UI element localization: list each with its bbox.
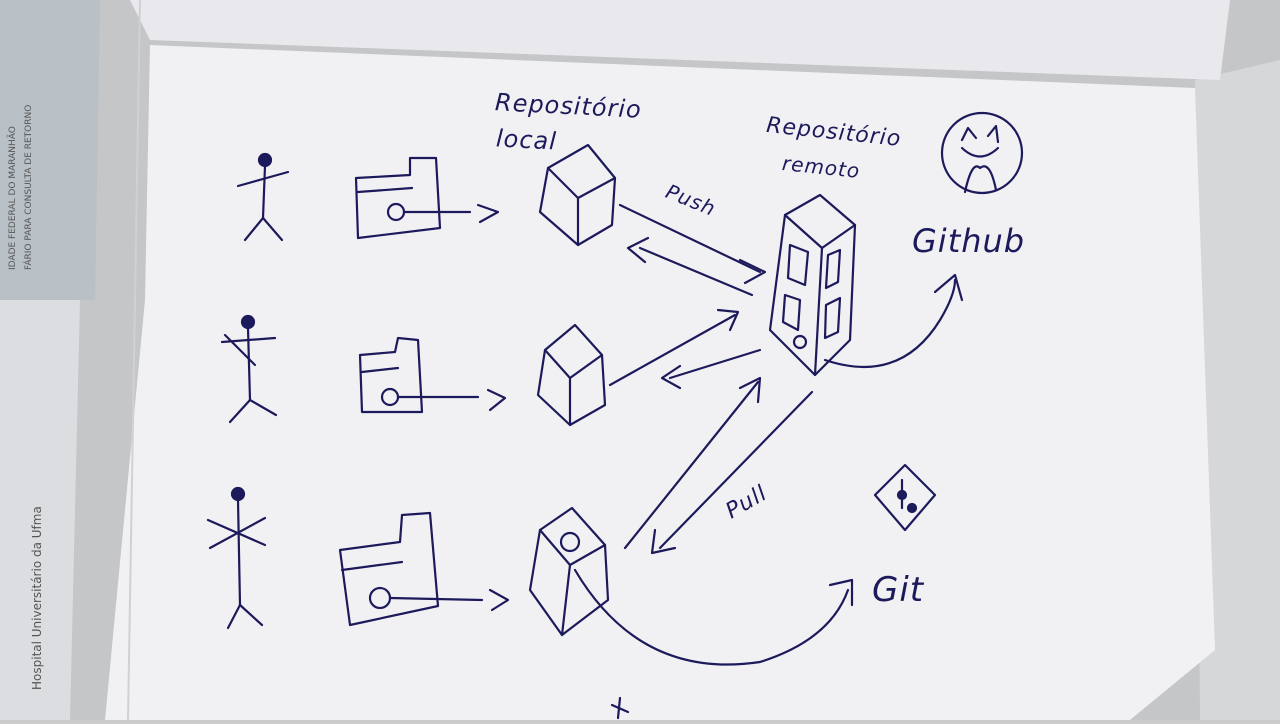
local-repo-cube-1	[538, 143, 617, 247]
person-2-icon	[220, 314, 278, 424]
folder-1-icon	[354, 156, 500, 240]
page-edge-line	[127, 0, 141, 721]
person-1-icon	[236, 152, 290, 242]
git-label: Git	[872, 570, 925, 610]
git-logo-icon	[873, 463, 937, 532]
folder-3-icon	[338, 511, 510, 627]
pen-mark	[610, 696, 630, 720]
background-form-line2: FÁRIO PARA CONSULTA DE RETORNO	[24, 104, 34, 270]
local-repo-label-line2: local	[495, 124, 558, 156]
notebook-top-page	[130, 0, 1230, 80]
hospital-stamp-text: Hospital Universitário da Ufma	[30, 506, 44, 690]
background-form-lower	[0, 300, 80, 720]
folder-2-icon	[358, 336, 507, 414]
pull-arrow-2	[660, 348, 762, 390]
pull-arrow-3	[650, 390, 814, 555]
cube-to-git-arrow	[573, 568, 854, 666]
local-repo-cube-2	[536, 323, 607, 427]
background-form-paper	[0, 0, 100, 300]
pull-arrow-1	[626, 236, 754, 297]
github-logo-icon	[940, 111, 1024, 195]
background-form-line1: IDADE FEDERAL DO MARANHÃO	[8, 126, 18, 270]
notebook-page	[105, 45, 1215, 720]
push-arrow-3	[623, 376, 762, 550]
local-repo-cube-3	[528, 506, 610, 637]
right-background-paper	[1195, 60, 1280, 720]
github-label: Github	[912, 222, 1026, 260]
push-arrow-1	[618, 203, 767, 285]
person-3-icon	[206, 486, 267, 630]
remote-repo-building	[768, 193, 857, 377]
push-arrow-2	[608, 308, 740, 387]
remote-to-github-arrow	[823, 273, 964, 368]
